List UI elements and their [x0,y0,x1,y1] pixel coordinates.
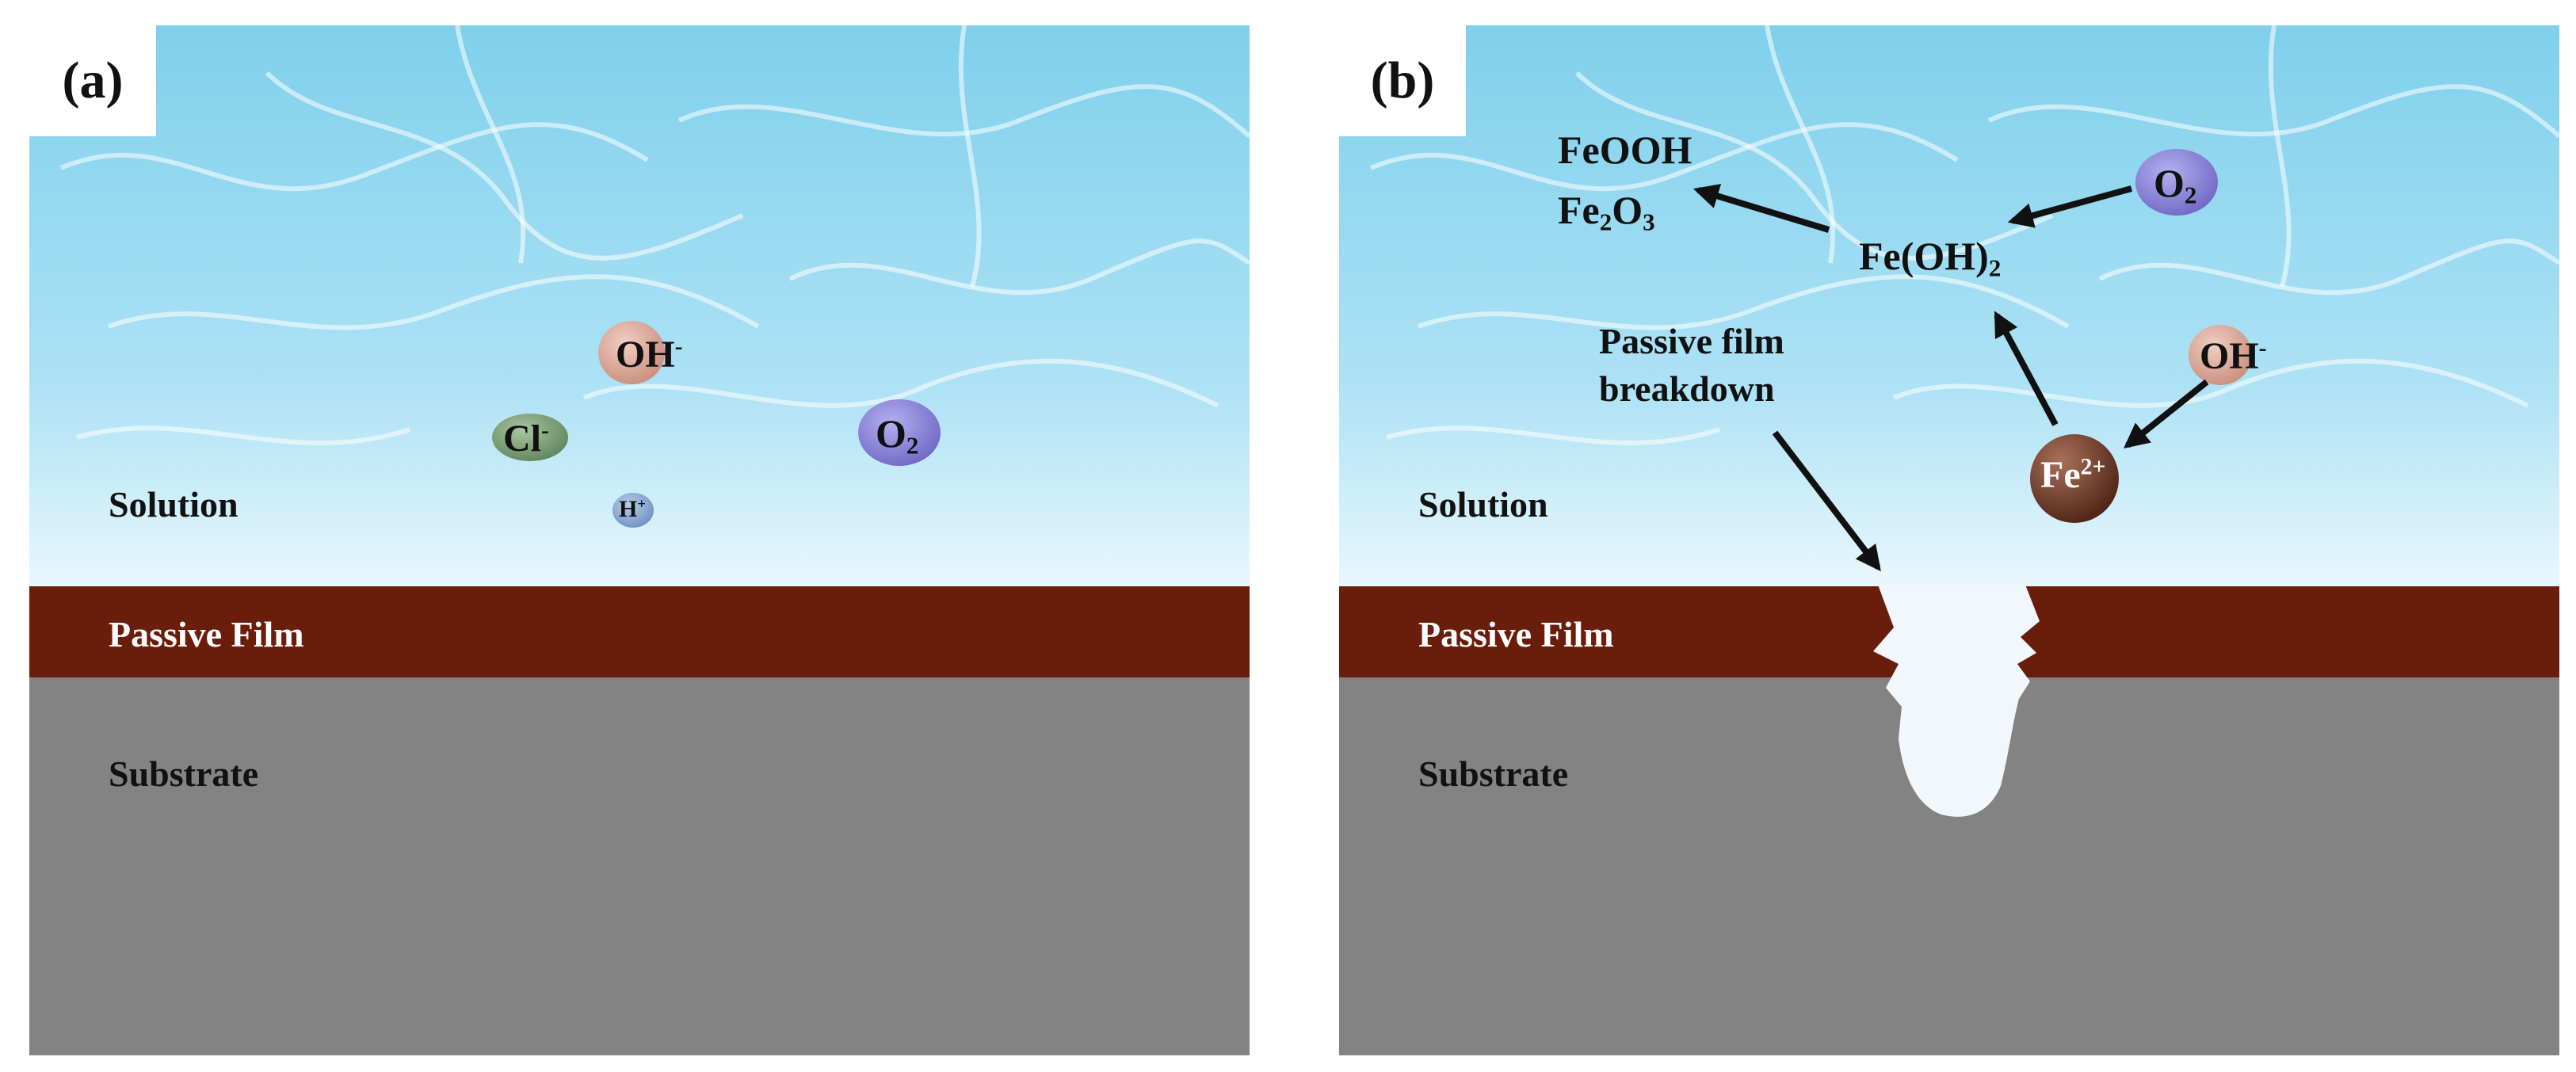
fe2o3-label: Fe2O3 [1558,188,1655,236]
cl-species-label: Cl- [503,417,549,460]
o2-bubble [2135,149,2218,216]
solution-region [29,25,1250,586]
feoh2-label: Fe(OH)2 [1859,234,2002,282]
panel-tag-a: (a) [29,25,156,136]
substrate-label: Substrate [1418,753,1569,794]
breakdown-label-line2: breakdown [1599,368,1775,409]
solution-label: Solution [109,484,239,525]
h-species-label: H+ [619,496,646,523]
o2-species-label: O2 [2154,161,2197,209]
oh-bubble [598,321,665,384]
passive-film-label: Passive Film [1418,614,1614,654]
oh-species-label: OH- [2200,334,2267,377]
breakdown-label-line1: Passive film [1599,321,1784,361]
o2-bubble [858,399,941,466]
substrate-label: Substrate [109,753,259,794]
species-bubbles-a [492,321,941,528]
substrate-layer [29,677,1250,1055]
passive-film-layer [29,586,1250,677]
arrow-o2-to-feoh2 [2007,185,2133,228]
passive-film-label: Passive Film [109,614,304,654]
panel-a: (a) Solution Passive Film Substrate OH- … [29,25,1250,1055]
panel-b: (b) Solution Passive Film Substrate FeOO… [1339,25,2559,1055]
oh-bubble [2189,325,2252,385]
o2-species-label: O2 [876,411,919,460]
arrow-to-feooh [1693,184,1830,233]
arrow-oh-to-fe [2124,379,2209,448]
solution-region [1339,25,2559,586]
solution-label: Solution [1418,484,1548,525]
corrosion-pit [1873,585,2040,817]
h-bubble [613,493,654,528]
panel-tag-b: (b) [1339,25,1466,136]
cl-bubble [492,414,568,461]
arrow-breakdown-to-pit [1772,430,1881,572]
fe2plus-bubble [2030,434,2119,523]
arrow-fe-to-feoh2 [1994,311,2059,426]
diagram-overlay-b [1693,149,2252,817]
fe2plus-label: Fe2+ [2040,453,2106,496]
feooh-label: FeOOH [1558,128,1693,172]
oh-species-label: OH- [616,333,683,376]
